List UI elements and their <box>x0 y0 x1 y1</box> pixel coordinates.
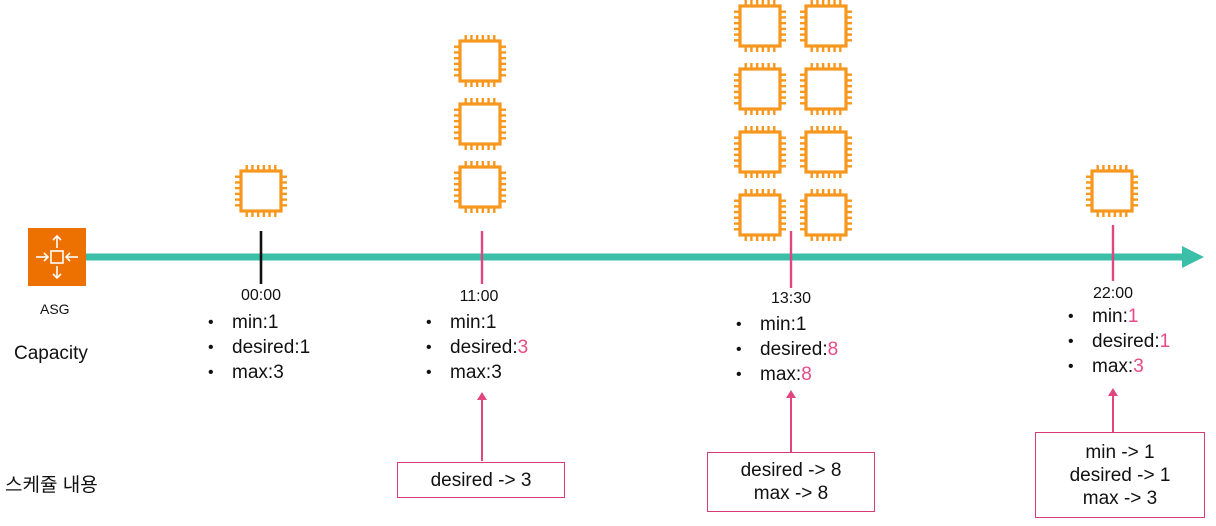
schedule-line: max -> 3 <box>1082 487 1158 509</box>
capacity-list: min:1 desired:1 max:3 <box>206 310 310 385</box>
capacity-list: min:1 desired:8 max:8 <box>734 312 838 387</box>
capacity-max: max:3 <box>424 360 528 385</box>
ec2-instance-icon <box>454 161 506 213</box>
ec2-instance-icon <box>454 98 506 150</box>
schedule-line: desired -> 1 <box>1069 464 1171 486</box>
capacity-list: min:1 desired:3 max:3 <box>424 310 528 385</box>
capacity-min: min:1 <box>424 310 528 335</box>
timeline-arrowhead <box>1182 246 1204 268</box>
capacity-min: min:1 <box>206 310 310 335</box>
schedule-line: min -> 1 <box>1085 441 1155 463</box>
schedule-line: desired -> 3 <box>430 469 532 491</box>
asg-label: ASG <box>40 301 70 317</box>
capacity-desired: desired:1 <box>206 335 310 360</box>
capacity-max: max:3 <box>1066 354 1170 379</box>
ec2-instance-icon <box>734 189 786 241</box>
schedule-arrowhead <box>786 390 796 398</box>
ec2-instance-icon <box>235 165 287 217</box>
capacity-desired: desired:3 <box>424 335 528 360</box>
ec2-instance-icon <box>734 0 786 52</box>
ec2-instance-icon <box>800 126 852 178</box>
capacity-min: min:1 <box>1066 304 1170 329</box>
schedule-row-label: 스케쥴 내용 <box>5 475 98 496</box>
schedule-note: min -> 1 desired -> 1 max -> 3 <box>1035 432 1205 518</box>
ec2-instance-icon <box>734 63 786 115</box>
schedule-arrowhead <box>477 392 487 400</box>
ec2-instance-icon <box>800 0 852 52</box>
capacity-min: min:1 <box>734 312 838 337</box>
ec2-instance-icon <box>454 35 506 87</box>
auto-scaling-group-icon <box>28 228 86 286</box>
event-time-label: 00:00 <box>240 287 282 304</box>
schedule-line: max -> 8 <box>753 483 829 504</box>
ec2-instance-icon <box>734 126 786 178</box>
schedule-arrowhead <box>1108 388 1118 396</box>
capacity-desired: desired:1 <box>1066 329 1170 354</box>
schedule-line: desired -> 8 <box>740 460 842 481</box>
ec2-instance-icon <box>1086 165 1138 217</box>
capacity-max: max:8 <box>734 362 838 387</box>
event-time-label: 11:00 <box>459 288 499 305</box>
ec2-instance-icon <box>800 63 852 115</box>
capacity-desired: desired:8 <box>734 337 838 362</box>
capacity-list: min:1 desired:1 max:3 <box>1066 304 1170 379</box>
schedule-note: desired -> 8 max -> 8 <box>707 452 875 512</box>
event-time-label: 13:30 <box>770 290 812 307</box>
capacity-max: max:3 <box>206 360 310 385</box>
capacity-row-label: Capacity <box>14 343 88 364</box>
schedule-note: desired -> 3 <box>397 462 565 498</box>
event-time-label: 22:00 <box>1092 285 1134 302</box>
ec2-instance-icon <box>800 189 852 241</box>
